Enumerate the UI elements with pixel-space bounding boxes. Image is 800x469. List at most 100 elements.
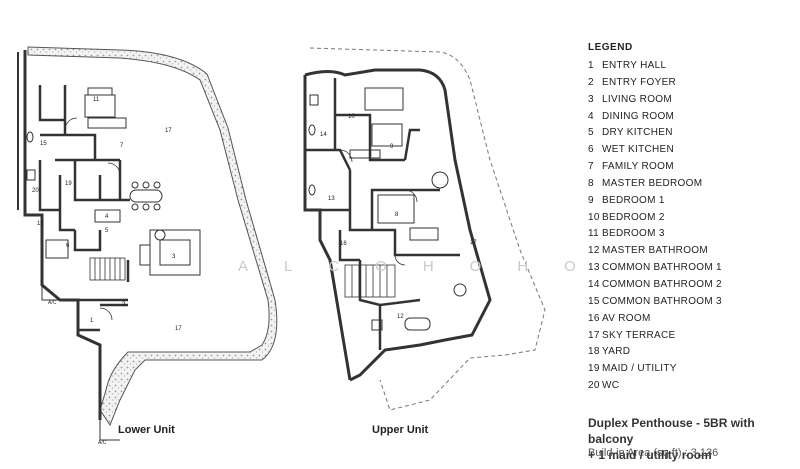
upper-staircase xyxy=(344,264,396,298)
svg-text:8: 8 xyxy=(395,212,399,218)
lower-room-numbers: 11 7 17 15 20 19 4 5 18 6 3 2 1 17 A/C A… xyxy=(32,97,182,446)
legend-item-label: MASTER BATHROOM xyxy=(602,245,708,257)
legend-item-number: 11 xyxy=(588,228,599,240)
legend-item-label: BEDROOM 3 xyxy=(602,228,665,240)
legend-item-label: COMMON BATHROOM 3 xyxy=(602,295,722,307)
legend-item-number: 9 xyxy=(588,194,594,206)
legend-item-number: 14 xyxy=(588,278,600,290)
svg-text:7: 7 xyxy=(120,143,124,149)
legend-item-label: BEDROOM 2 xyxy=(602,211,665,223)
svg-text:17: 17 xyxy=(175,326,182,332)
upper-dashed-outline xyxy=(309,47,546,411)
unit-type-caption: Duplex Penthouse - 5BR with balcony + 1 … xyxy=(588,415,798,463)
legend-item: 1 ENTRY HALL xyxy=(588,58,793,75)
legend-item-number: 1 xyxy=(588,60,594,71)
lower-outer-wall xyxy=(23,50,102,420)
svg-text:17: 17 xyxy=(470,240,477,246)
svg-text:5: 5 xyxy=(105,228,109,234)
legend-item-number: 20 xyxy=(588,380,600,392)
legend-item-number: 10 xyxy=(588,211,600,223)
svg-text:A/C: A/C xyxy=(98,440,107,446)
svg-text:19: 19 xyxy=(65,181,72,187)
svg-text:2: 2 xyxy=(122,302,126,308)
svg-text:13: 13 xyxy=(328,196,335,202)
legend-item-label: LIVING ROOM xyxy=(602,93,672,105)
legend-item-label: SKY TERRACE xyxy=(602,329,676,341)
legend-item-label: YARD xyxy=(602,346,631,358)
svg-text:20: 20 xyxy=(32,188,39,194)
legend-item-label: COMMON BATHROOM 1 xyxy=(602,262,722,274)
legend-item-label: ENTRY FOYER xyxy=(602,76,677,88)
legend-item-number: 2 xyxy=(588,76,594,88)
upper-room-numbers: 10 9 14 13 8 16 12 17 xyxy=(320,114,477,320)
legend-item-label: MAID / UTILITY xyxy=(602,363,677,375)
svg-text:A/C: A/C xyxy=(48,300,57,306)
svg-text:10: 10 xyxy=(348,114,355,120)
svg-text:6: 6 xyxy=(66,243,70,249)
legend-item-label: FAMILY ROOM xyxy=(602,161,674,173)
legend-item-label: ENTRY HALL xyxy=(602,60,667,71)
upper-outer-wall xyxy=(304,68,492,382)
svg-text:14: 14 xyxy=(320,132,327,138)
svg-text:12: 12 xyxy=(397,314,404,320)
lower-unit-plan xyxy=(17,46,278,441)
legend-item-number: 19 xyxy=(588,363,600,375)
legend-item-label: MASTER BEDROOM xyxy=(602,177,703,189)
legend-item-number: 5 xyxy=(588,127,594,139)
watermark: ALCOHOHO xyxy=(238,258,612,275)
legend-item-label: AV ROOM xyxy=(602,312,651,324)
svg-text:16: 16 xyxy=(340,241,347,247)
legend-item-number: 7 xyxy=(588,161,594,173)
upper-internal-walls xyxy=(305,78,460,350)
legend-item: 7 FAMILY ROOM xyxy=(588,159,793,176)
svg-text:4: 4 xyxy=(105,214,109,220)
legend-item-number: 16 xyxy=(588,312,600,324)
legend-item: 6 WET KITCHEN xyxy=(588,142,793,159)
legend-item-number: 6 xyxy=(588,144,594,156)
lower-staircase xyxy=(89,257,126,281)
lower-internal-walls xyxy=(38,85,130,332)
legend-item-label: BEDROOM 1 xyxy=(602,194,665,206)
svg-text:1: 1 xyxy=(90,318,94,324)
upper-unit-label: Upper Unit xyxy=(372,424,429,436)
lower-terrace-planter xyxy=(27,46,278,427)
legend-item: 5 DRY KITCHEN xyxy=(588,125,793,142)
legend-item-number: 12 xyxy=(588,245,600,257)
legend-item-number: 3 xyxy=(588,93,594,105)
build-in-area: Build-in Area (sq ft) : 3,136 xyxy=(588,447,719,459)
legend-item: 2 ENTRY FOYER xyxy=(588,75,793,92)
legend-item-number: 13 xyxy=(588,262,600,274)
svg-text:17: 17 xyxy=(165,128,172,134)
legend-item-number: 17 xyxy=(588,329,600,341)
legend-item-number: 18 xyxy=(588,346,600,358)
svg-text:15: 15 xyxy=(40,141,47,147)
legend-item: 3 LIVING ROOM xyxy=(588,92,793,109)
legend-item-label: DRY KITCHEN xyxy=(602,127,673,139)
svg-text:11: 11 xyxy=(93,97,100,103)
svg-text:18: 18 xyxy=(37,221,44,227)
legend-item: 9 BEDROOM 1 xyxy=(588,193,793,210)
legend-item-number: 15 xyxy=(588,295,600,307)
legend-item-label: WET KITCHEN xyxy=(602,144,675,156)
upper-unit-plan xyxy=(303,47,546,411)
svg-text:3: 3 xyxy=(172,254,176,260)
caption-line-2: + 1 maid / utility room xyxy=(588,448,712,462)
legend-item-label: COMMON BATHROOM 2 xyxy=(602,278,722,290)
lower-unit-label: Lower Unit xyxy=(118,424,175,436)
legend-item-number: 8 xyxy=(588,177,594,189)
svg-text:9: 9 xyxy=(390,144,394,150)
legend-item: 8 MASTER BEDROOM xyxy=(588,176,793,193)
